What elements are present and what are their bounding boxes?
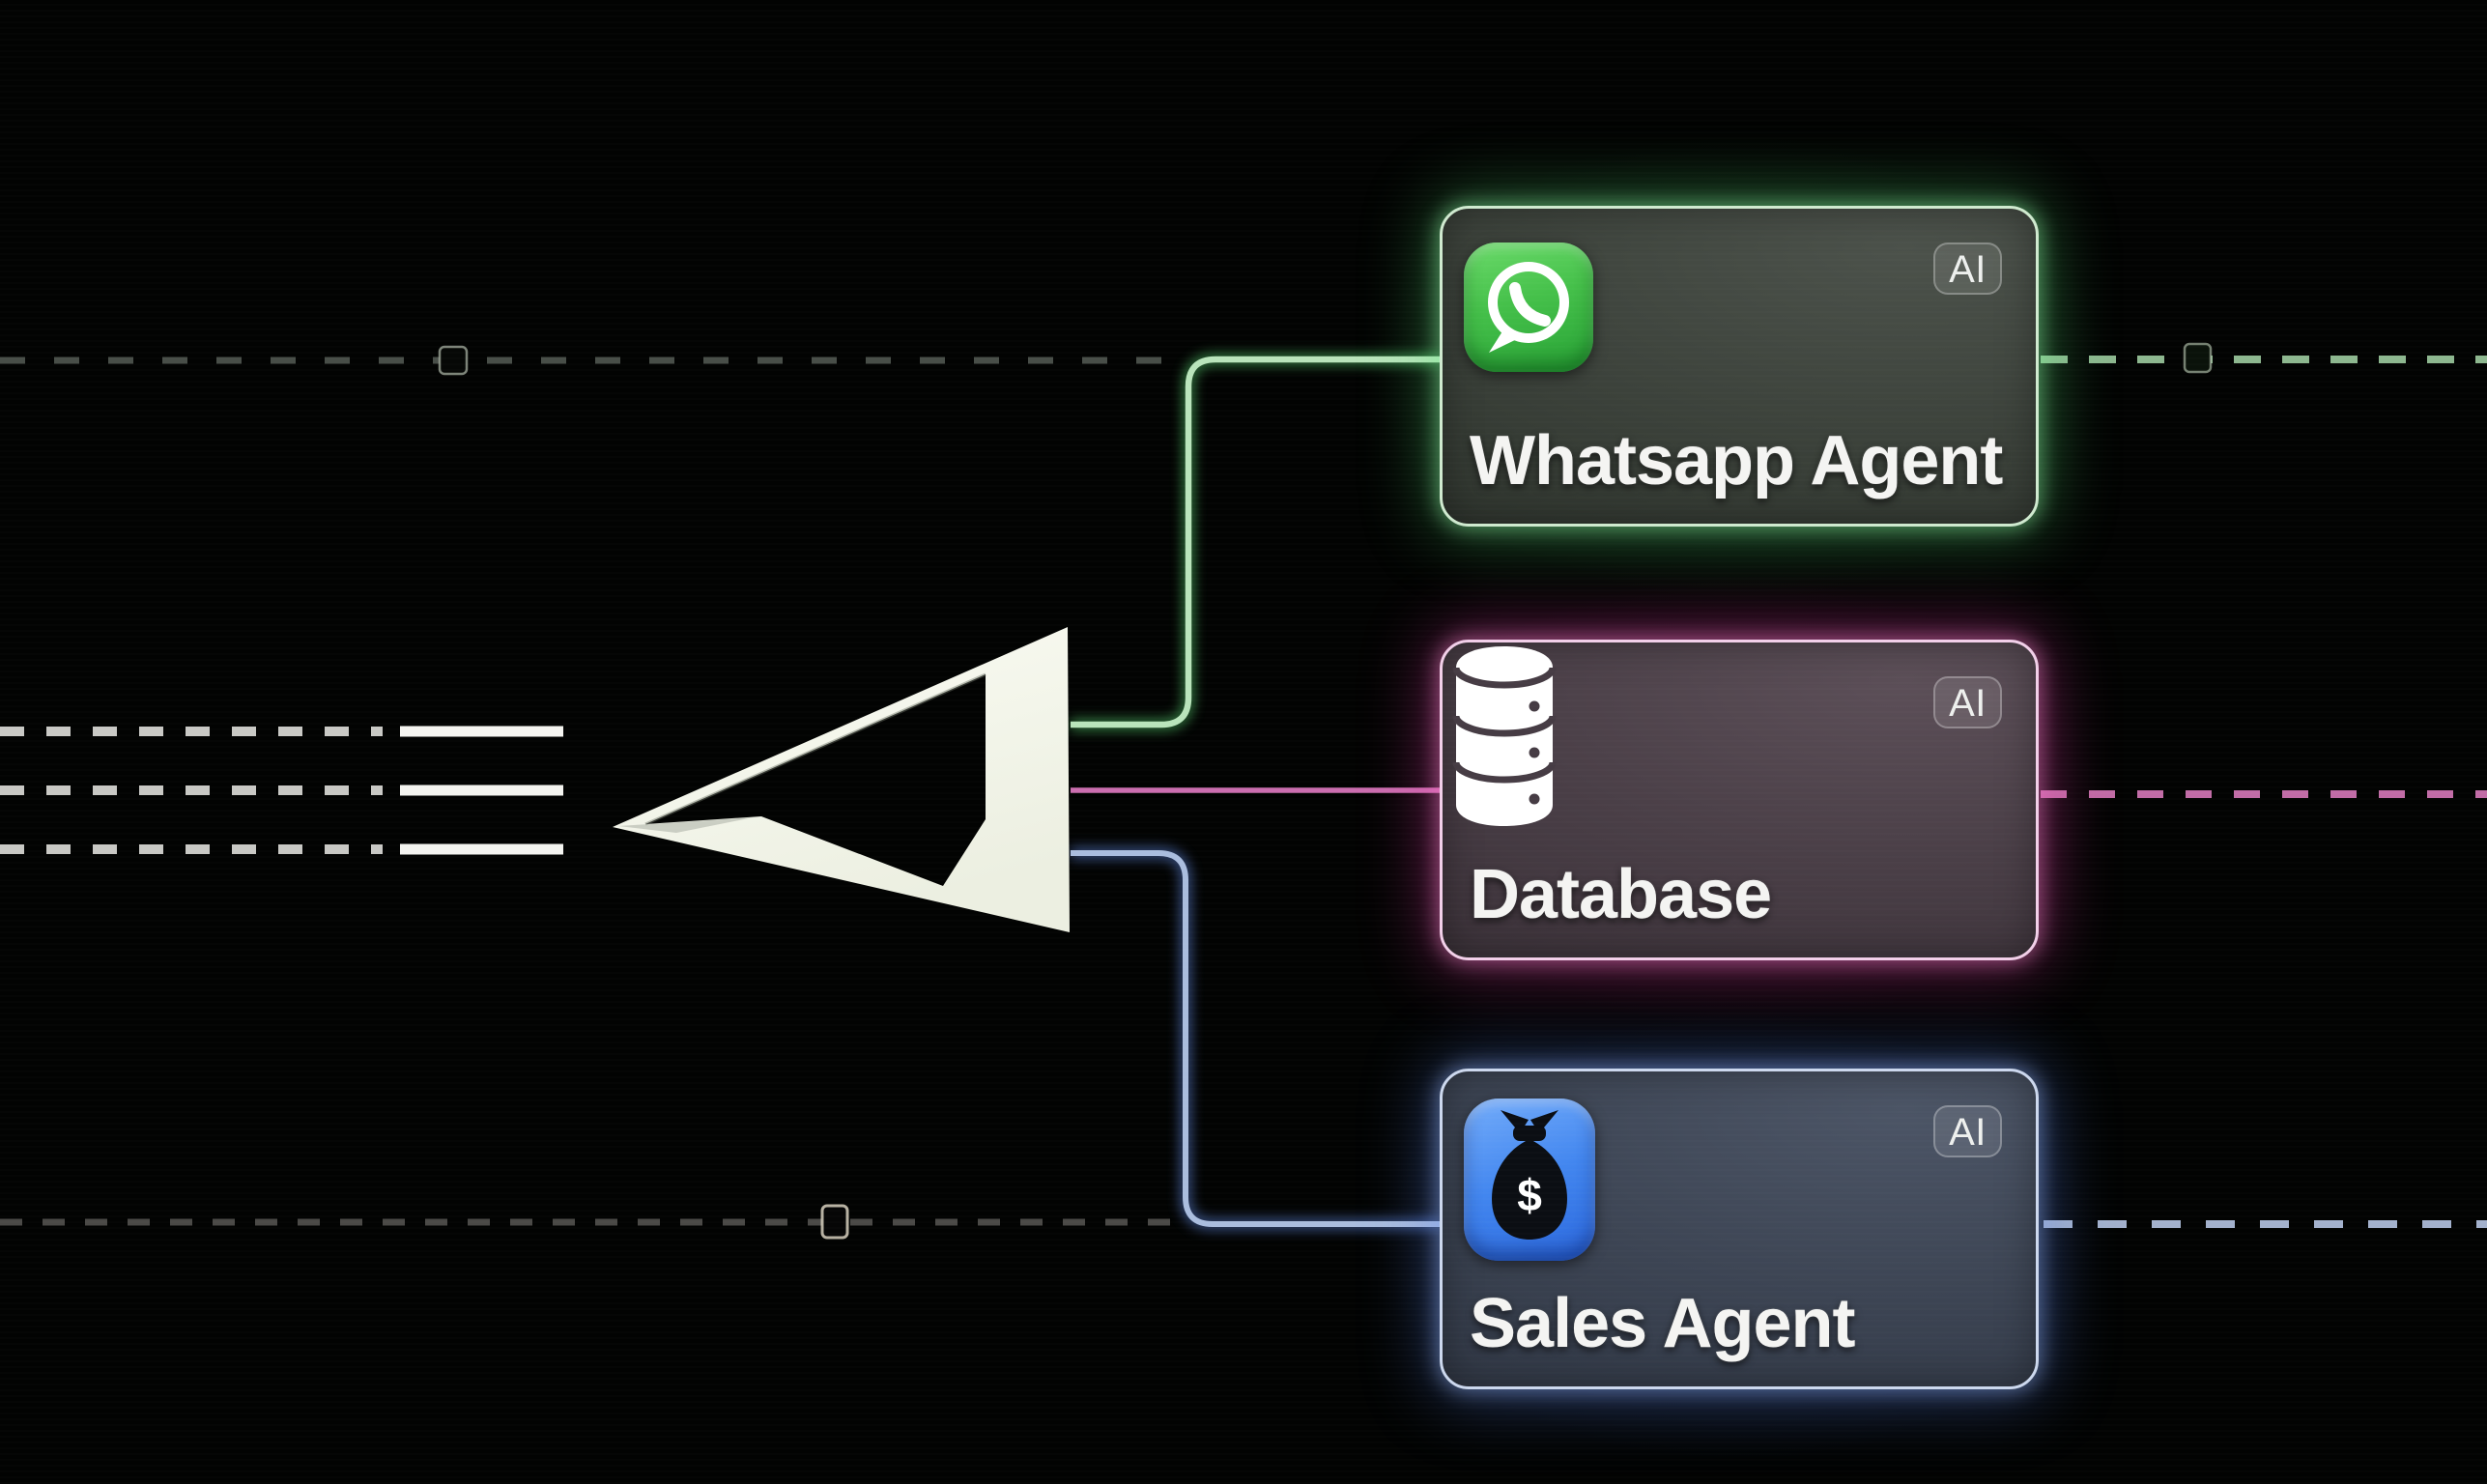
triangle-logo <box>613 627 1070 932</box>
green-out-node <box>2183 342 2213 374</box>
bottom-left-line-node <box>820 1204 849 1240</box>
green-connector <box>1071 353 1440 731</box>
money-bag-icon: $ <box>1464 1099 1595 1261</box>
database-icon <box>1443 642 1566 832</box>
node-card-database[interactable]: AI Database <box>1440 640 2039 960</box>
card-label: Sales Agent <box>1470 1285 1855 1362</box>
card-label: Whatsapp Agent <box>1470 422 2003 499</box>
top-left-line-node <box>438 345 469 376</box>
input-feed-lines <box>0 726 563 855</box>
node-card-whatsapp-agent[interactable]: AI Whatsapp Agent <box>1440 206 2039 527</box>
ai-badge: AI <box>1933 1105 2002 1157</box>
card-label: Database <box>1470 856 1772 933</box>
whatsapp-icon <box>1464 243 1593 372</box>
svg-text:$: $ <box>1517 1170 1542 1220</box>
ai-badge: AI <box>1933 676 2002 728</box>
ai-badge: AI <box>1933 243 2002 295</box>
blue-connector <box>1071 846 1440 1231</box>
node-card-sales-agent[interactable]: $ AI Sales Agent <box>1440 1069 2039 1389</box>
